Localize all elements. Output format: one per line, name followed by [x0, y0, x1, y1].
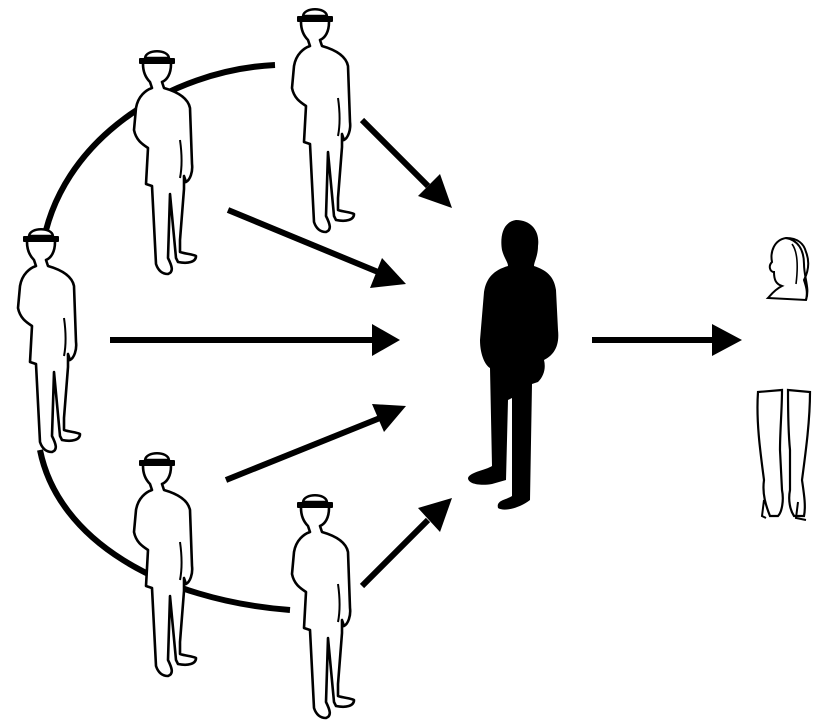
man-with-headband-outline-icon — [292, 9, 354, 232]
man-silhouette-black-icon — [468, 220, 558, 510]
woman-legs-boots-outline-icon — [757, 390, 810, 520]
arrow-to-target — [592, 324, 742, 356]
man-with-headband-outline-icon — [18, 229, 80, 452]
arrow-from-left — [110, 324, 400, 356]
arrow-from-bottom-left — [226, 404, 406, 480]
woman-head-outline-icon — [768, 238, 808, 300]
arrow-from-bottom-right — [362, 498, 452, 586]
arrow-from-top-right — [362, 120, 452, 208]
man-with-headband-outline-icon — [292, 495, 354, 718]
man-with-headband-outline-icon — [134, 453, 196, 676]
